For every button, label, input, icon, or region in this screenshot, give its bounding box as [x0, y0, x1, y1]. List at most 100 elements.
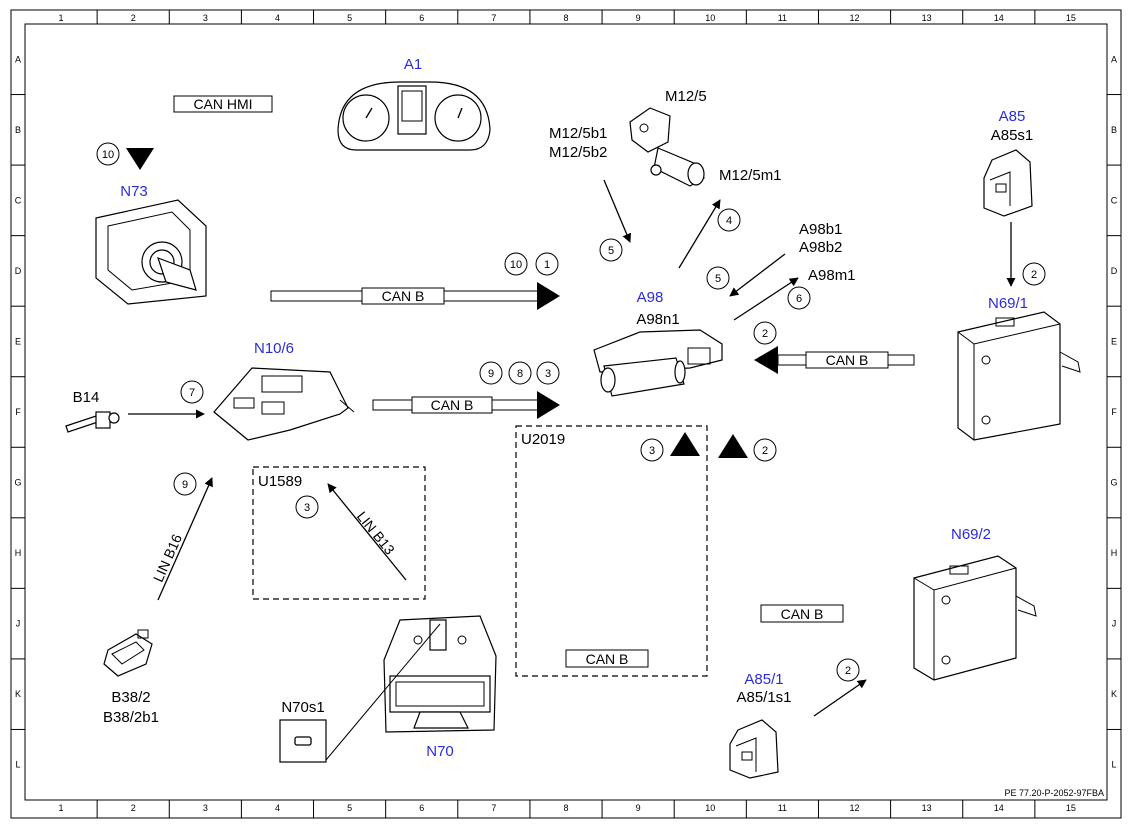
lin-b16-label: LIN B16: [150, 531, 185, 584]
step-badge: [173, 472, 197, 496]
step-badge: [753, 321, 777, 345]
step-badge: [536, 361, 560, 385]
grid-row-label: H: [1111, 548, 1118, 558]
grid-row-label: H: [15, 548, 22, 558]
grid-row-label: E: [15, 336, 21, 346]
can-hmi-line: [126, 95, 305, 170]
u1589-label: U1589: [258, 473, 302, 490]
grid-column-label: 9: [636, 803, 641, 813]
grid-row-label: L: [1111, 760, 1116, 770]
a98-label: A98: [637, 289, 664, 306]
m12-5b2-label: M12/5b2: [549, 144, 607, 161]
grid-column-label: 11: [778, 803, 787, 813]
step-number: 2: [762, 328, 768, 340]
a85-1-label: A85/1: [744, 671, 783, 688]
step-number: 3: [304, 502, 310, 514]
can-b-bus-n69-1: [754, 346, 915, 374]
condition-box-u1589: [252, 466, 426, 600]
grid-row-label: B: [1111, 125, 1117, 135]
lin-b13-arrow: [327, 483, 407, 581]
grid-column-label: 8: [563, 803, 568, 813]
step-badge: [753, 438, 777, 462]
grid-row-label: D: [15, 266, 22, 276]
step-badge: [508, 361, 532, 385]
door-switch-a85: [983, 149, 1033, 217]
step-badge: [1022, 262, 1046, 286]
sunroof-switch-n70s1: [279, 719, 327, 763]
grid-row-label: D: [1111, 266, 1118, 276]
drawing-frame: [10, 9, 1122, 819]
grid-column-label: 2: [131, 13, 136, 23]
callout-line: [325, 623, 441, 761]
window-motor-m12-5: [629, 107, 705, 187]
step-number: 3: [545, 368, 551, 380]
grid-column-label: 6: [419, 13, 424, 23]
m12-5m1-label: M12/5m1: [719, 167, 782, 184]
grid-row-label: A: [15, 54, 21, 64]
step-badge: [640, 438, 664, 462]
step-number: 4: [726, 215, 732, 227]
grid-row-label: G: [14, 478, 21, 488]
grid-row-label: C: [1111, 195, 1118, 205]
lin-b16-arrow: [157, 477, 213, 601]
u2019-label: U2019: [521, 431, 565, 448]
can-b-bus-n10-6: [372, 391, 560, 419]
grid-column-label: 12: [850, 13, 860, 23]
step-badge: [96, 142, 120, 166]
step-badge: [479, 361, 503, 385]
grid-column-label: 12: [850, 803, 860, 813]
step-badge: [599, 238, 623, 262]
temperature-sensor-b14: [65, 411, 120, 433]
door-switch-a85-1: [729, 719, 779, 779]
a98b1-label: A98b1: [799, 221, 842, 238]
step-number: 1: [544, 259, 550, 271]
n69-1-label: N69/1: [988, 295, 1028, 312]
grid-column-label: 5: [347, 13, 352, 23]
grid-column-label: 8: [563, 13, 568, 23]
arrow: [813, 679, 867, 717]
a98m1-label: A98m1: [808, 267, 856, 284]
step-number: 10: [102, 149, 114, 161]
drawing-code: PE 77.20-P-2052-97FBA: [1004, 788, 1104, 798]
grid-row-label: J: [16, 619, 21, 629]
grid-column-label: 14: [994, 13, 1004, 23]
arrow: [603, 179, 632, 243]
grid-row-label: L: [15, 760, 20, 770]
step-badge: [295, 495, 319, 519]
grid-column-label: 5: [347, 803, 352, 813]
can-b-label: CAN B: [781, 606, 824, 622]
can-b-bus-n69-2: [718, 434, 888, 623]
step-number: 6: [796, 293, 802, 305]
n70-label: N70: [426, 743, 454, 760]
grid-row-label: K: [1111, 689, 1117, 699]
grid-column-label: 9: [636, 13, 641, 23]
grid-column-label: 7: [491, 803, 496, 813]
grid-column-label: 6: [419, 803, 424, 813]
door-control-unit-n69-2: [913, 555, 1037, 681]
arrow: [733, 277, 799, 321]
step-badge: [706, 266, 730, 290]
grid-row-label: F: [1111, 407, 1117, 417]
m12-5b1-label: M12/5b1: [549, 125, 607, 142]
grid-row-label: C: [15, 195, 22, 205]
grid-column-label: 4: [275, 13, 280, 23]
can-b-label: CAN B: [431, 397, 474, 413]
n70s1-label: N70s1: [281, 699, 324, 716]
grid-column-label: 4: [275, 803, 280, 813]
step-number: 5: [608, 245, 614, 257]
grid-column-label: 13: [922, 803, 932, 813]
grid-row-label: K: [15, 689, 21, 699]
n10-6-label: N10/6: [254, 340, 294, 357]
grid-column-label: 15: [1066, 13, 1076, 23]
a98n1-label: A98n1: [636, 311, 679, 328]
step-badge: [535, 252, 559, 276]
a1-label: A1: [404, 56, 422, 73]
ignition-switch-n73: [95, 199, 207, 305]
arrow: [678, 199, 721, 269]
grid-column-label: 7: [491, 13, 496, 23]
step-badge: [787, 286, 811, 310]
step-badge: [836, 658, 860, 682]
a98b2-label: A98b2: [799, 239, 842, 256]
sam-module-n10-6: [213, 367, 355, 441]
step-number: 5: [715, 273, 721, 285]
